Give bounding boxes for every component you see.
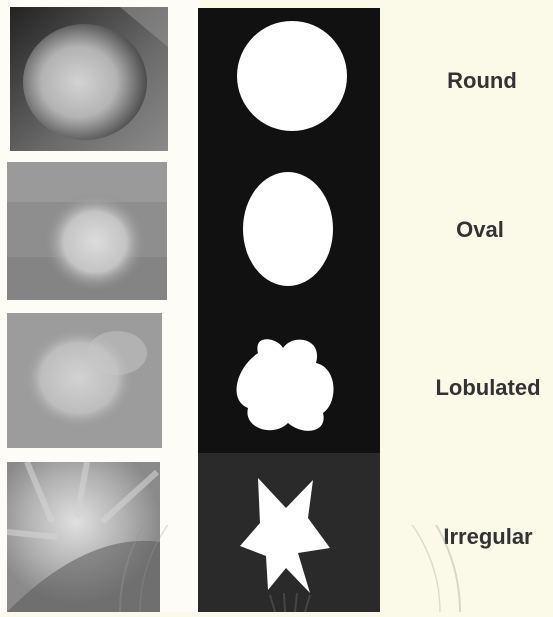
shape-label-round: Round [422,68,542,94]
shape-label-irregular: Irregular [428,524,548,550]
shape-mask-column [198,8,380,612]
mammogram-irregular-mass-image [7,462,160,612]
mammogram-lobulated-mass-image [7,313,162,448]
mammogram-round-mass-image [10,7,168,151]
shape-label-oval: Oval [420,217,540,243]
mammogram-oval-mass-image [7,162,167,300]
oval-shape-mask [243,172,333,286]
round-shape-mask [237,21,347,131]
shape-label-lobulated: Lobulated [428,375,548,401]
